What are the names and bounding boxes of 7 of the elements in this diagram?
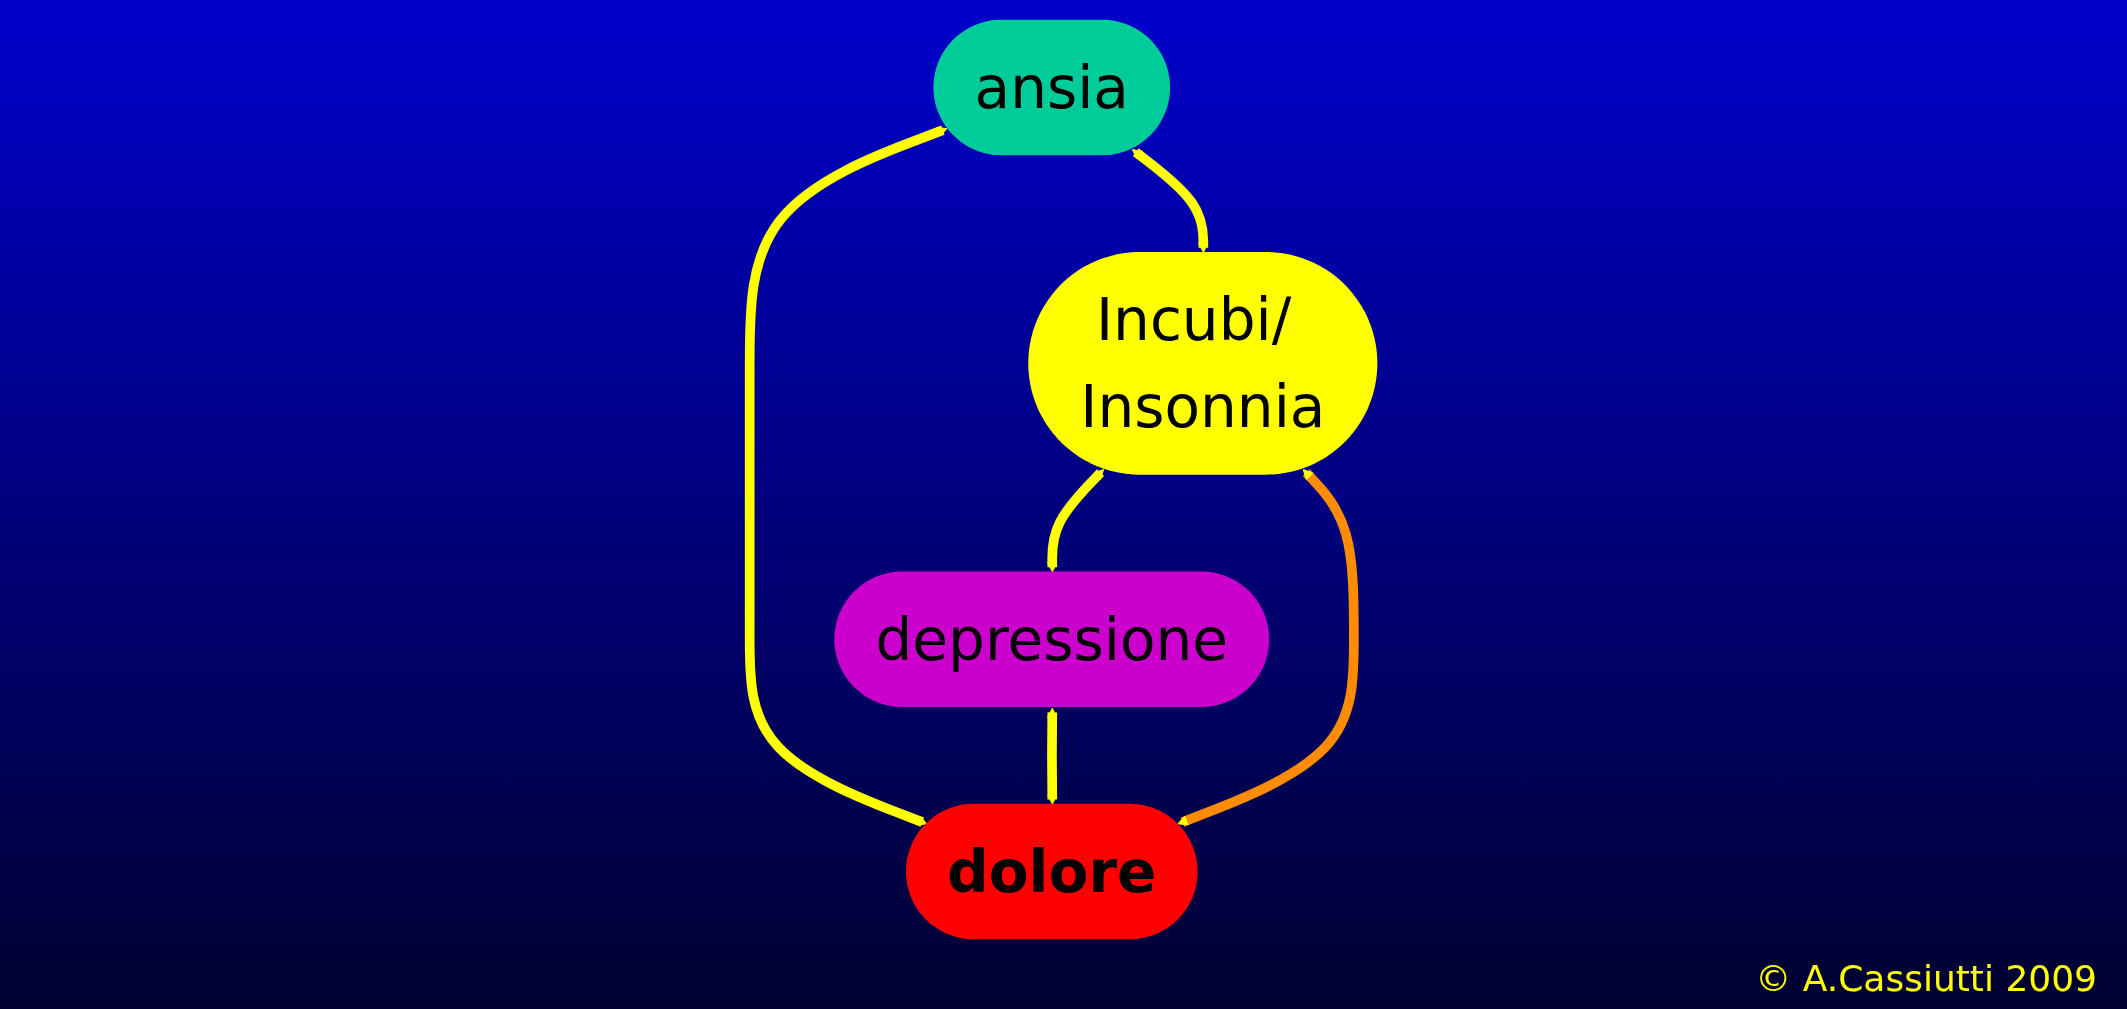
arrow xyxy=(1046,469,1105,573)
arrow xyxy=(1177,469,1359,827)
copyright-note: © A.Cassiutti 2009 xyxy=(1755,958,2097,999)
node-box: depressione xyxy=(834,571,1270,707)
arrow xyxy=(1046,707,1058,805)
arrow xyxy=(1131,148,1209,254)
arrow xyxy=(744,125,948,827)
